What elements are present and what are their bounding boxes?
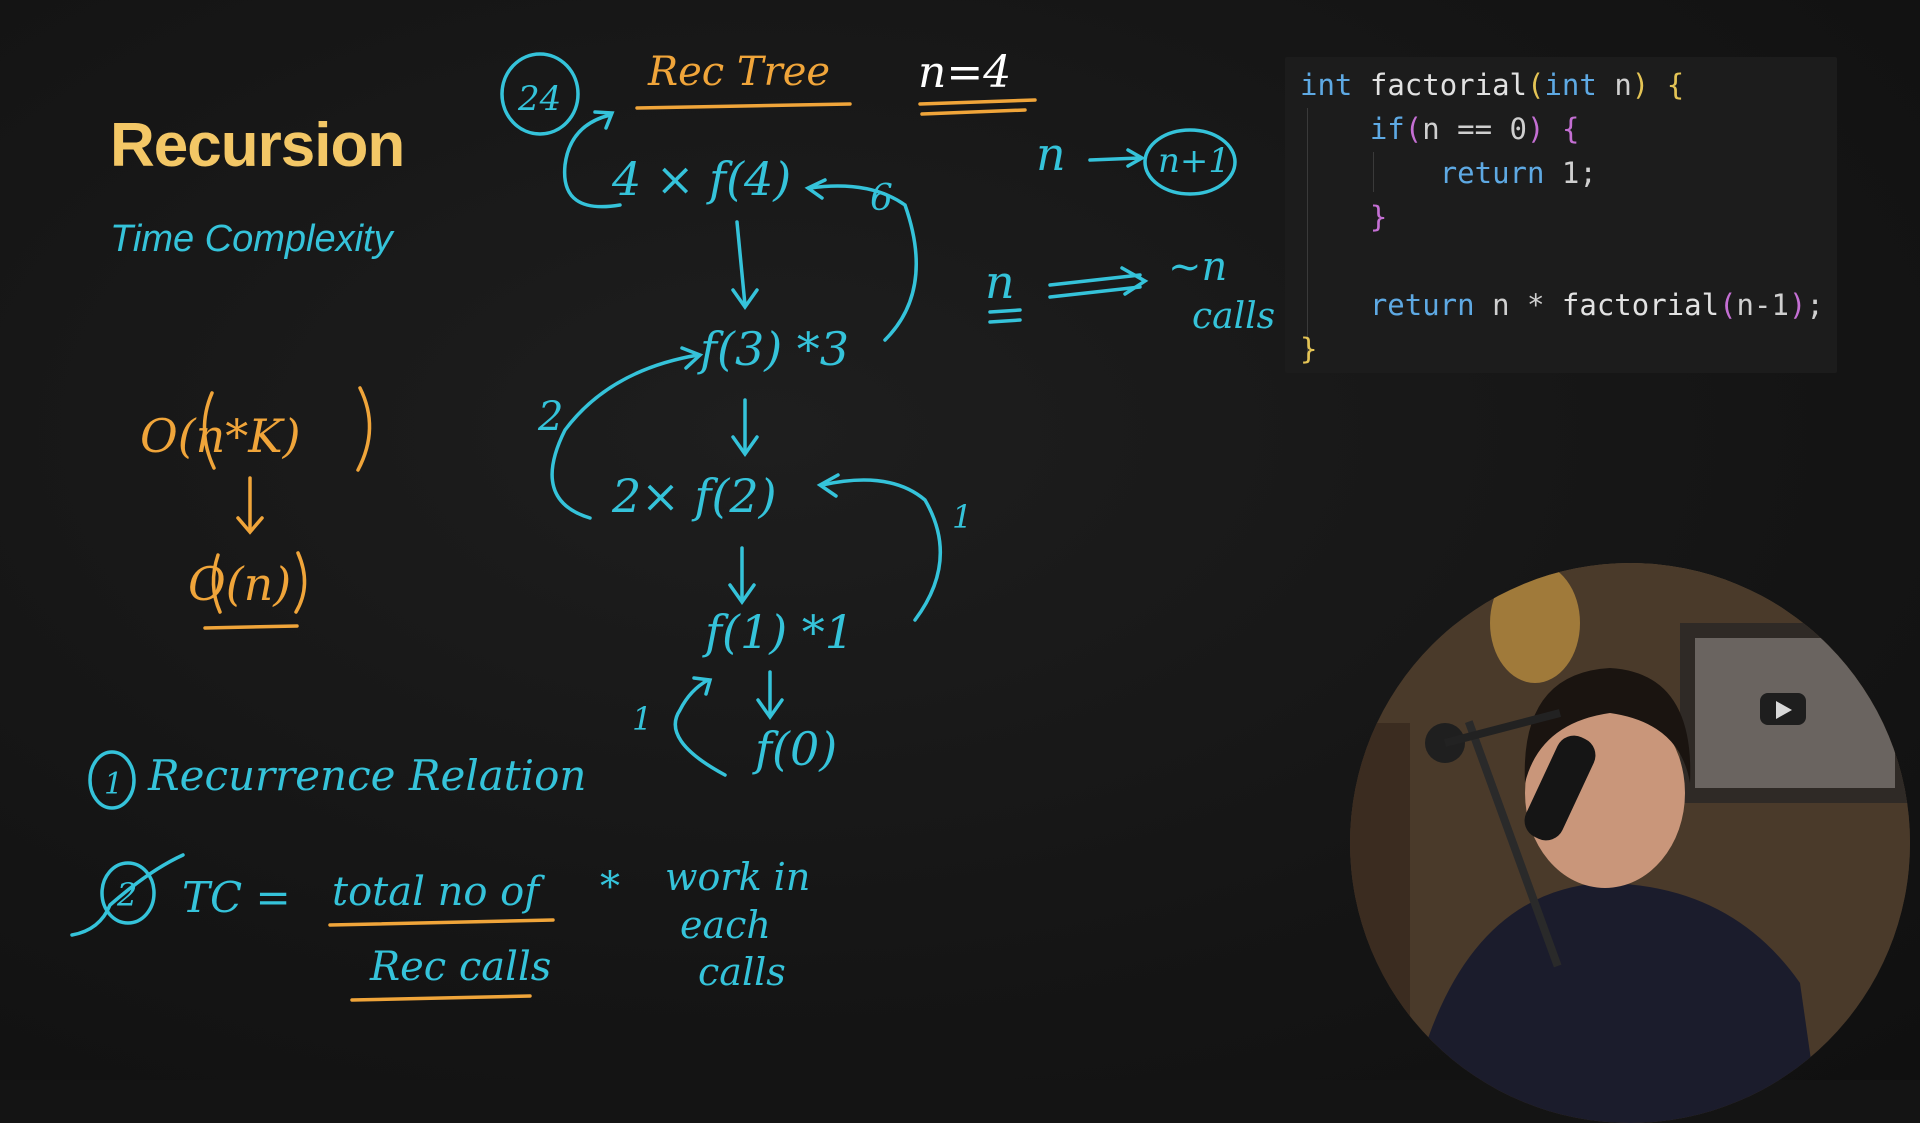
indent-guide bbox=[1307, 108, 1308, 358]
tc-work-line1: work in bbox=[665, 855, 810, 899]
tree-node-3: f(3) *3 bbox=[697, 322, 849, 376]
tc-denominator: Rec calls bbox=[369, 944, 551, 990]
code-panel bbox=[1285, 57, 1837, 373]
code-line-7: } bbox=[1300, 332, 1318, 366]
presenter-image bbox=[1350, 563, 1910, 1123]
n-calls-n: n bbox=[985, 255, 1015, 309]
tc-times: * bbox=[600, 864, 620, 910]
point-1-number: 1 bbox=[104, 767, 123, 802]
code-line-1: int factorial(int n) { bbox=[1300, 68, 1685, 102]
handwriting-layer: O(n*K) O(n) Rec Tree n=4 bbox=[70, 47, 1275, 1002]
tree-node-0: f(0) bbox=[752, 722, 837, 776]
n-calls-approx: ~n bbox=[1168, 244, 1227, 290]
tree-title: Rec Tree bbox=[647, 49, 830, 95]
point-2-number: 2 bbox=[116, 876, 137, 914]
code-block: int factorial(int n) { if(n == 0) { retu… bbox=[1300, 63, 1824, 371]
webcam-overlay bbox=[1350, 563, 1910, 1123]
code-line-2: if(n == 0) { bbox=[1369, 112, 1580, 146]
tc-work-line3: calls bbox=[698, 950, 786, 994]
indent-guide-inner bbox=[1373, 152, 1374, 192]
complexity-bottom: O(n) bbox=[188, 557, 291, 611]
code-line-4: } bbox=[1369, 200, 1388, 234]
code-line-3: return 1; bbox=[1439, 156, 1597, 190]
n-plus-1-label: n+1 bbox=[1158, 141, 1230, 181]
tree-node-2: 2× f(2) bbox=[611, 469, 777, 523]
tc-numerator: total no of bbox=[332, 869, 545, 915]
page-title: Recursion bbox=[110, 111, 405, 180]
tree-node-1: f(1) *1 bbox=[702, 605, 854, 659]
return-value-1b: 1 bbox=[632, 700, 652, 738]
tree-node-4: 4 × f(4) bbox=[611, 152, 791, 206]
point-1-text: Recurrence Relation bbox=[147, 751, 586, 800]
return-value-1a: 1 bbox=[952, 498, 972, 536]
code-line-5 bbox=[1300, 244, 1317, 278]
n-calls-label: calls bbox=[1192, 296, 1275, 337]
return-value-6: 6 bbox=[870, 178, 893, 219]
tc-work-line2: each bbox=[680, 903, 771, 947]
return-value-2: 2 bbox=[537, 394, 563, 440]
n-value: n=4 bbox=[918, 47, 1011, 98]
answer-value: 24 bbox=[517, 79, 561, 119]
complexity-top: O(n*K) bbox=[140, 409, 301, 463]
n-label: n bbox=[1036, 127, 1066, 181]
tc-label: TC = bbox=[182, 873, 291, 922]
code-line-6: return n * factorial(n-1); bbox=[1369, 288, 1824, 322]
page-subtitle: Time Complexity bbox=[110, 218, 393, 260]
